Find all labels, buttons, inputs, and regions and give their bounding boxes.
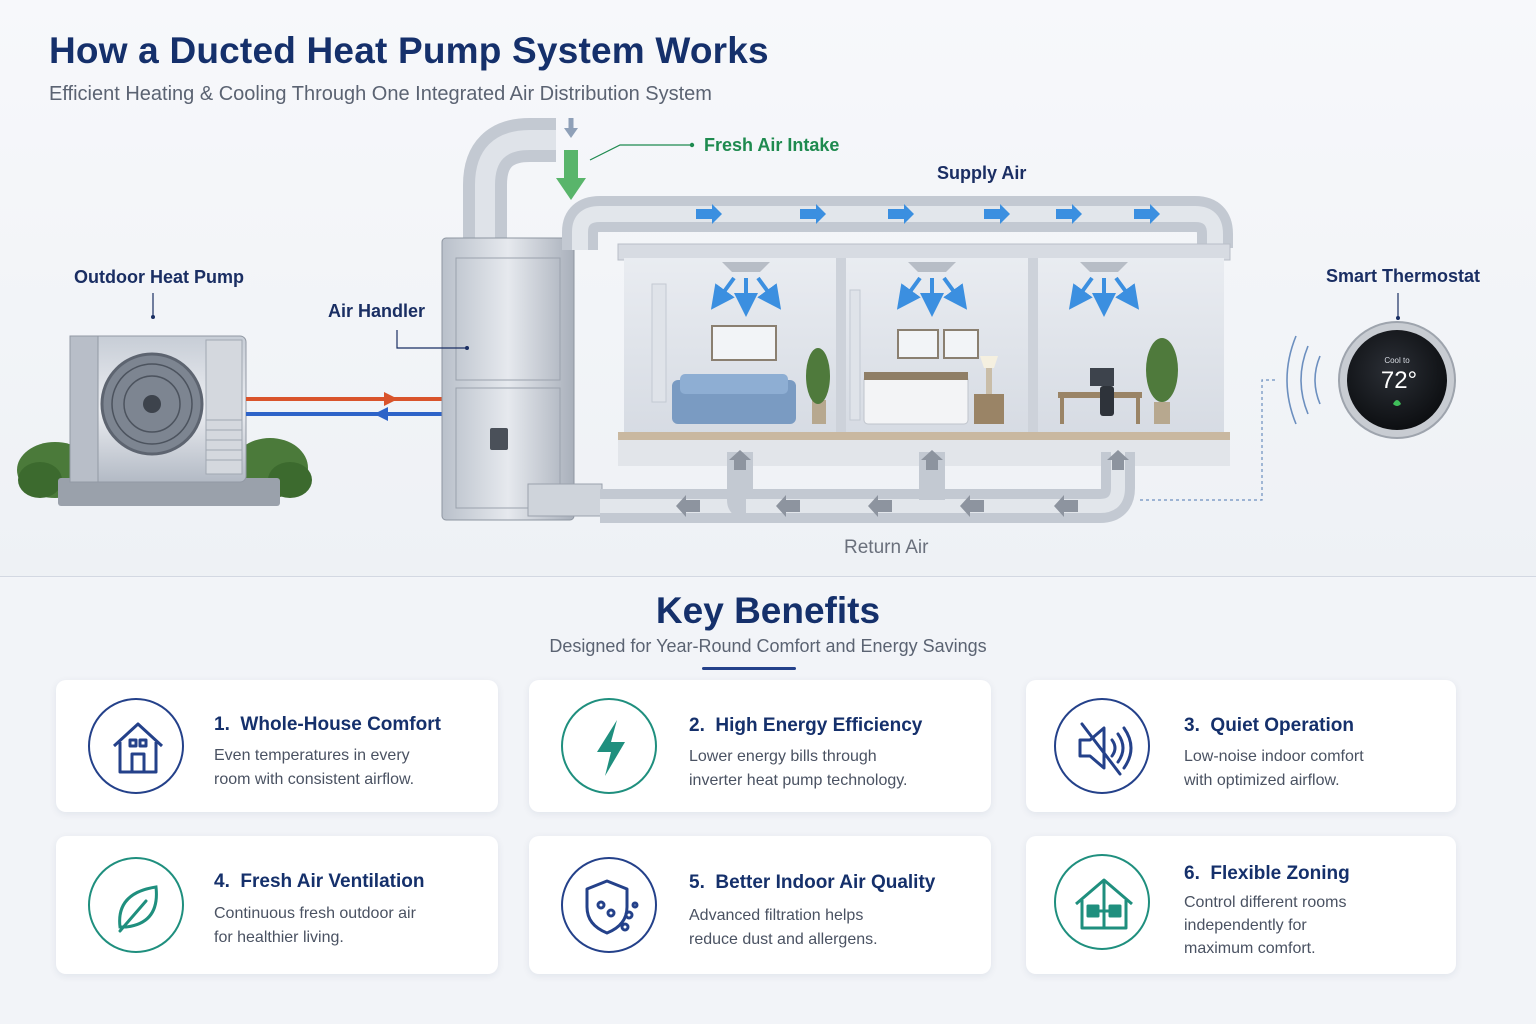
benefit-title: Fresh Air Ventilation xyxy=(240,871,425,892)
benefit-description: Continuous fresh outdoor air for healthi… xyxy=(214,905,416,946)
thermostat-mode: Cool to xyxy=(1384,356,1410,365)
thermostat-signal-icon xyxy=(1286,335,1321,425)
benefits-subtitle: Designed for Year-Round Comfort and Ener… xyxy=(549,636,987,656)
smart-thermostat-label: Smart Thermostat xyxy=(1326,266,1481,286)
benefit-card-flexible-zoning: 6. Flexible Zoning Control different roo… xyxy=(1026,836,1456,974)
benefit-card-quiet-operation: 3. Quiet Operation Low-noise indoor comf… xyxy=(1026,680,1456,812)
benefit-number: 1. xyxy=(214,714,230,735)
benefit-card-better-indoor-air-quality: 5. Better Indoor Air Quality Advanced fi… xyxy=(529,836,991,974)
fresh-air-intake-label: Fresh Air Intake xyxy=(704,135,840,155)
benefit-description: Even temperatures in every room with con… xyxy=(214,747,415,788)
benefit-title: Whole-House Comfort xyxy=(240,714,441,735)
ducted-system-illustration: Cool to 72° xyxy=(17,118,1456,523)
outdoor-heat-pump-illustration xyxy=(17,335,312,506)
smart-thermostat-illustration xyxy=(1338,321,1456,439)
benefit-title: High Energy Efficiency xyxy=(715,715,923,736)
return-duct xyxy=(600,450,1135,523)
lightning-icon xyxy=(561,698,657,794)
benefit-number: 3. xyxy=(1184,715,1200,736)
benefit-number: 6. xyxy=(1184,863,1200,884)
outdoor-heat-pump-label: Outdoor Heat Pump xyxy=(74,267,244,287)
house-icon xyxy=(88,698,184,794)
page-title: How a Ducted Heat Pump System Works xyxy=(49,30,769,71)
air-handler-illustration xyxy=(441,118,603,521)
title-underline xyxy=(702,667,796,670)
benefit-title: Quiet Operation xyxy=(1210,715,1354,736)
benefit-description: Control different rooms independently fo… xyxy=(1184,894,1347,957)
supply-duct xyxy=(562,196,1233,250)
refrigerant-lines xyxy=(246,392,450,421)
benefit-card-high-energy-efficiency: 2. High Energy Efficiency Lower energy b… xyxy=(529,680,991,812)
fresh-air-intake-arrow xyxy=(556,118,586,200)
air-handler-label: Air Handler xyxy=(328,301,426,321)
benefit-title: Flexible Zoning xyxy=(1210,863,1350,884)
benefit-number: 5. xyxy=(689,872,705,893)
speaker-muted-icon xyxy=(1054,698,1150,794)
zoned-house-icon xyxy=(1054,854,1150,950)
shield-particles-icon xyxy=(561,857,657,953)
house-cutaway xyxy=(617,243,1231,466)
benefit-title: Better Indoor Air Quality xyxy=(715,872,936,893)
leaf-icon xyxy=(88,857,184,953)
return-air-label: Return Air xyxy=(844,537,929,558)
supply-air-label: Supply Air xyxy=(937,163,1027,183)
benefit-number: 2. xyxy=(689,715,705,736)
benefit-description: Lower energy bills through inverter heat… xyxy=(689,748,908,789)
benefit-description: Advanced filtration helps reduce dust an… xyxy=(689,907,878,948)
benefit-description: Low-noise indoor comfort with optimized … xyxy=(1184,748,1364,789)
benefit-card-fresh-air-ventilation: 4. Fresh Air Ventilation Continuous fres… xyxy=(56,836,498,974)
page-subtitle: Efficient Heating & Cooling Through One … xyxy=(49,83,712,105)
benefit-number: 4. xyxy=(214,871,230,892)
benefit-card-whole-house-comfort: 1. Whole-House Comfort Even temperatures… xyxy=(56,680,498,812)
benefits-title: Key Benefits xyxy=(655,590,881,631)
thermostat-temperature: 72° xyxy=(1381,367,1417,394)
